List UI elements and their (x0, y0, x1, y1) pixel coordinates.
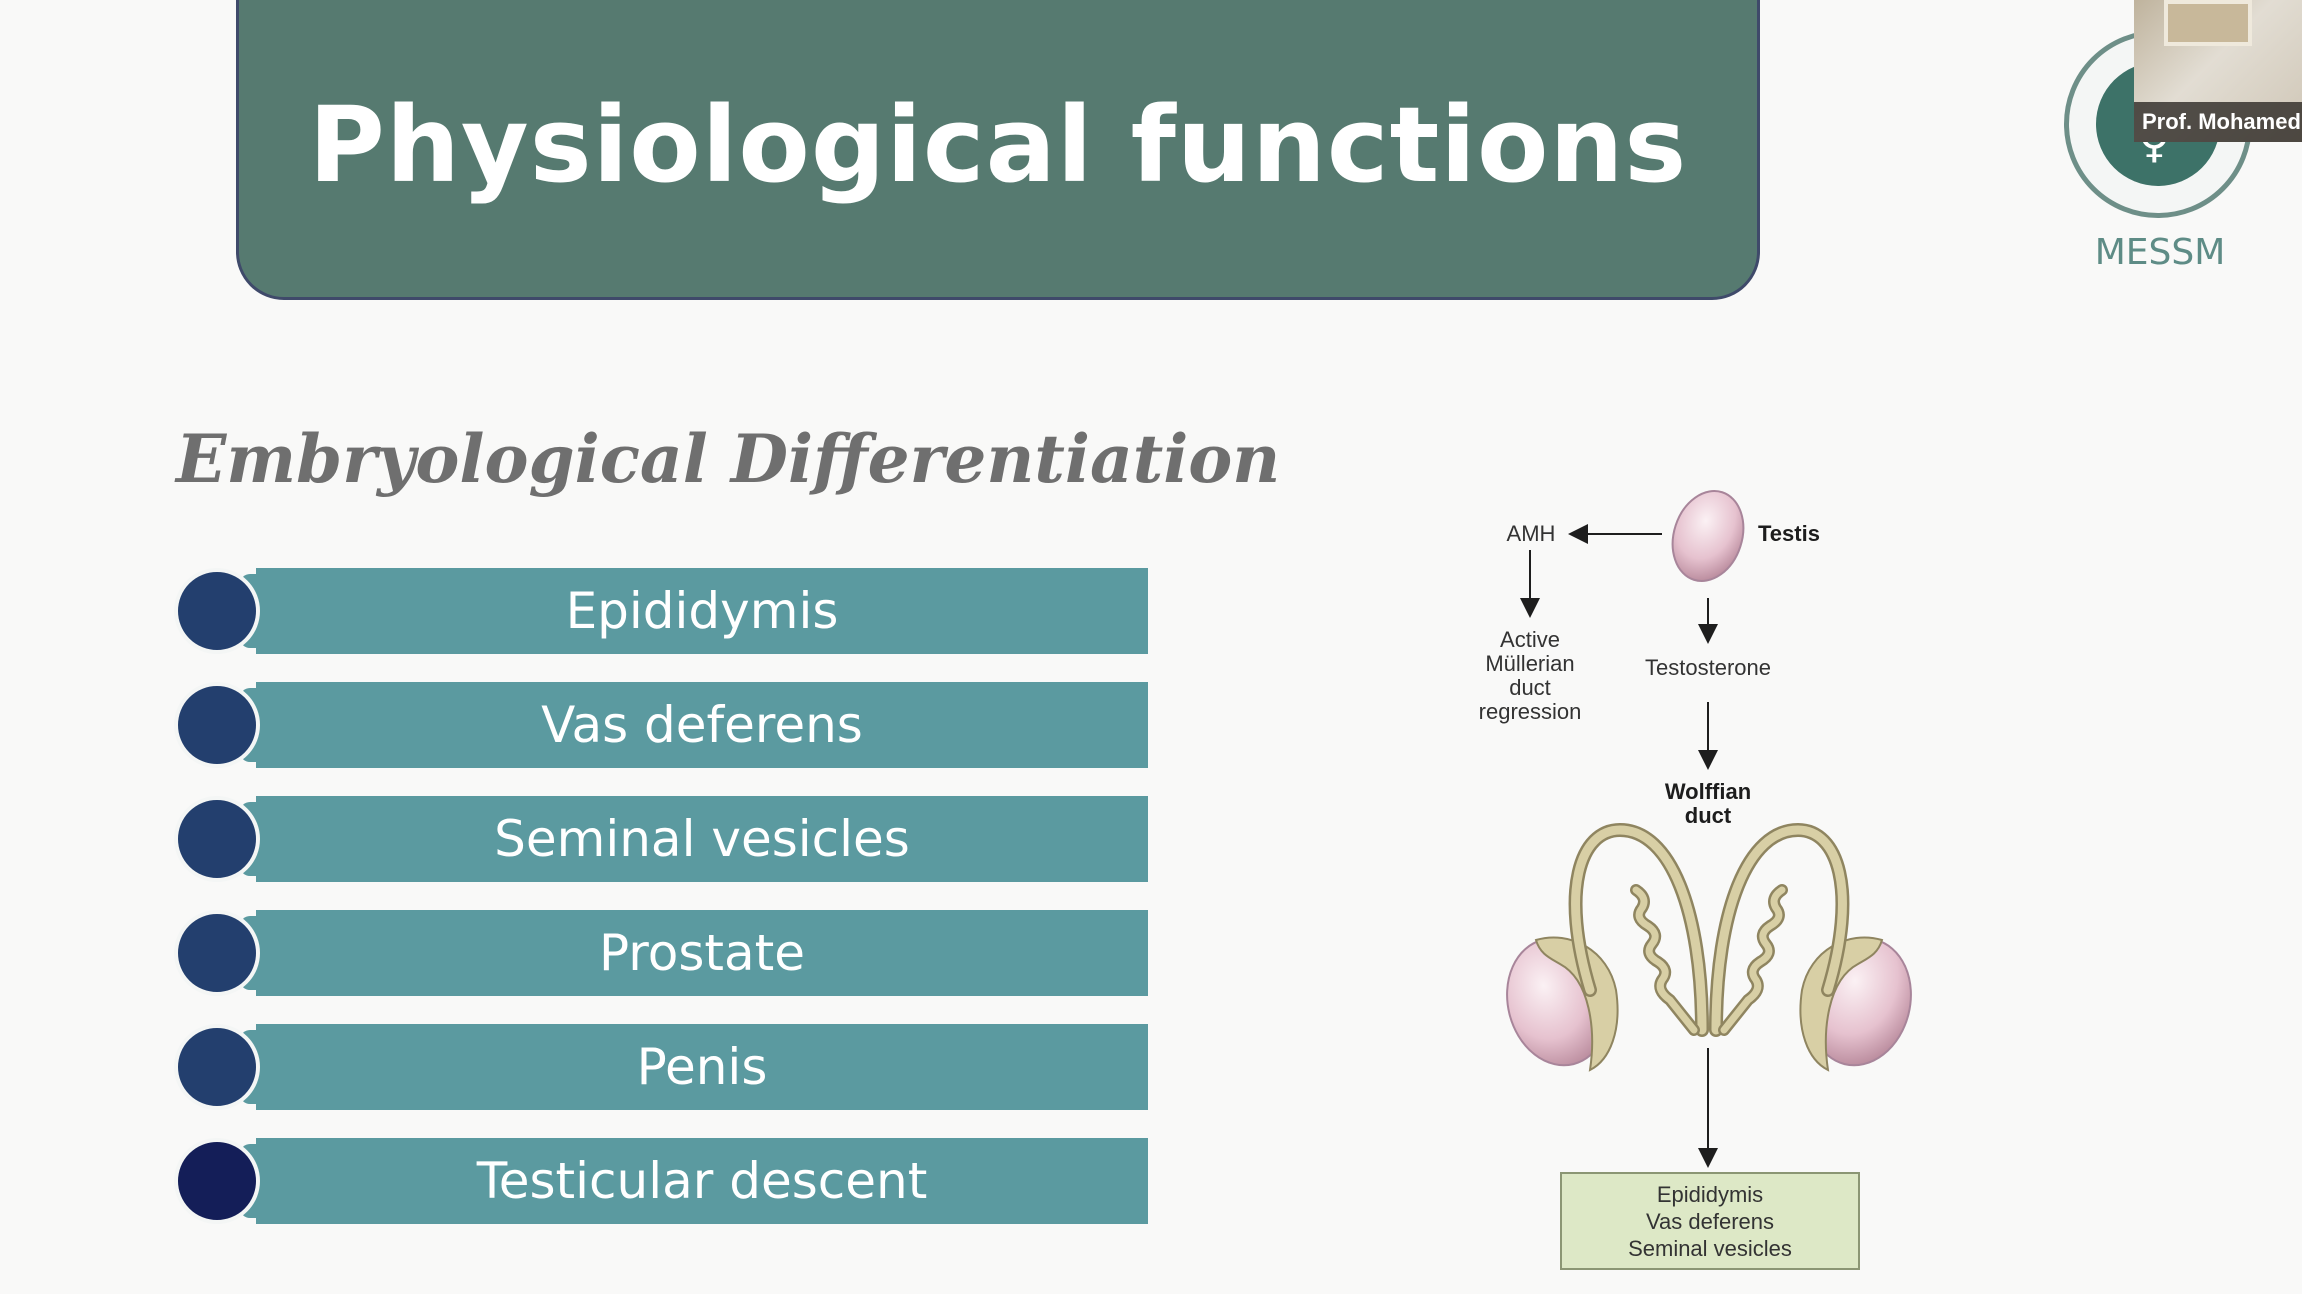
result-line: Seminal vesicles (1628, 1235, 1792, 1261)
list-item: Epididymis (174, 568, 1148, 654)
testis-label: Testis (1758, 521, 1820, 546)
presenter-name: Prof. Mohamed A (2134, 102, 2302, 142)
list-bar: Penis (240, 1024, 1148, 1110)
logo-label: MESSM (2094, 232, 2226, 273)
bullet-circle-icon (174, 568, 260, 654)
right-epididymis-shape (1799, 936, 1884, 1072)
bullet-circle-icon (174, 682, 260, 768)
list-bar: Epididymis (240, 568, 1148, 654)
active-mullerian-line: Active (1500, 627, 1560, 652)
slide-title: Physiological functions (308, 84, 1688, 206)
list-bar: Seminal vesicles (240, 796, 1148, 882)
right-vas-deferens-fill (1711, 825, 1847, 1035)
result-line: Vas deferens (1645, 1208, 1774, 1234)
active-mullerian-line: duct (1509, 675, 1551, 700)
list-item: Prostate (174, 910, 1148, 996)
left-seminal-vesicle-fill (1632, 886, 1698, 1034)
list-bar: Prostate (240, 910, 1148, 996)
left-epididymis-shape (1534, 936, 1619, 1072)
result-line: Epididymis (1656, 1181, 1764, 1207)
amh-label: AMH (1506, 521, 1556, 546)
list-item-label: Vas deferens (541, 696, 863, 754)
active-mullerian-line: Müllerian (1485, 651, 1575, 676)
list-item: Vas deferens (174, 682, 1148, 768)
slide-subtitle: Embryological Differentiation (176, 420, 1281, 498)
bullet-circle-icon (174, 1138, 260, 1224)
list-item: Testicular descent (174, 1138, 1148, 1224)
list-item: Penis (174, 1024, 1148, 1110)
list-bar: Vas deferens (240, 682, 1148, 768)
right-seminal-vesicle-fill (1720, 886, 1786, 1034)
list-item: Seminal vesicles (174, 796, 1148, 882)
left-vas-deferens-fill (1571, 825, 1707, 1035)
list-item-label: Epididymis (565, 582, 839, 640)
bullet-circle-icon (174, 1024, 260, 1110)
presenter-video-tile[interactable]: Prof. Mohamed A (2134, 0, 2302, 142)
wolffian-duct-label: Wolffian duct (1638, 780, 1778, 828)
embryology-diagram: AMH Testis Active Müllerian duct regress… (1440, 470, 1960, 1290)
testis-shape (1671, 490, 1745, 582)
title-banner: Physiological functions (236, 0, 1760, 300)
list-bar: Testicular descent (240, 1138, 1148, 1224)
bullet-circle-icon (174, 910, 260, 996)
active-mullerian-label: Active Müllerian duct regression (1460, 628, 1600, 724)
list-item-label: Prostate (599, 924, 805, 982)
video-background-frame (2164, 0, 2252, 46)
wolffian-line: Wolffian (1664, 779, 1752, 804)
testosterone-label: Testosterone (1645, 655, 1771, 680)
wolffian-line: duct (1684, 803, 1732, 828)
result-box: Epididymis Vas deferens Seminal vesicles (1560, 1172, 1860, 1270)
list-item-label: Seminal vesicles (494, 810, 910, 868)
bullet-circle-icon (174, 796, 260, 882)
list-item-label: Testicular descent (476, 1152, 928, 1210)
diagram-graphics (1506, 490, 1912, 1168)
active-mullerian-line: regression (1478, 699, 1582, 724)
list-item-label: Penis (636, 1038, 768, 1096)
